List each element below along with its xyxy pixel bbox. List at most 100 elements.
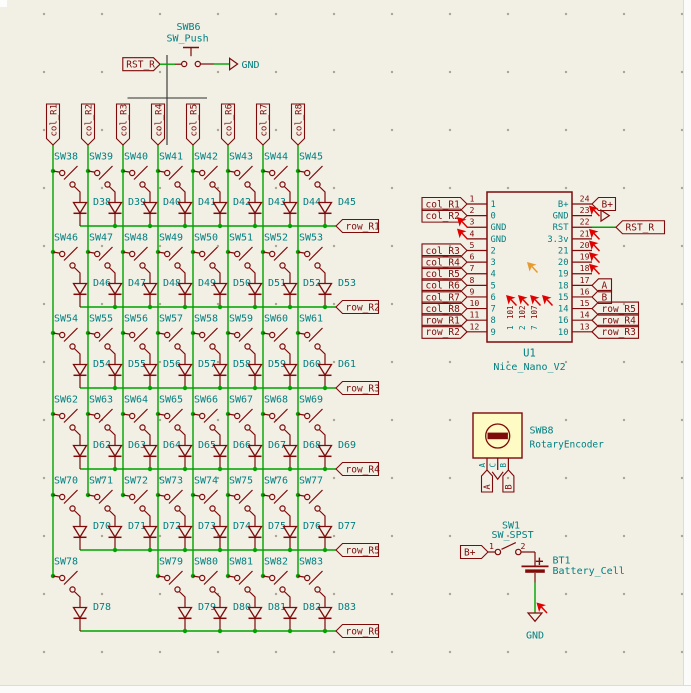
switch-ref[interactable]: SW57 — [159, 314, 183, 325]
net-label-col_R6[interactable]: col_R6 — [426, 281, 461, 292]
diode-ref[interactable]: D62 — [93, 440, 111, 451]
switch-ref[interactable]: SW83 — [299, 557, 323, 568]
diode-ref[interactable]: D55 — [128, 359, 146, 370]
diode-ref[interactable]: D49 — [198, 278, 216, 289]
erc-error-marker[interactable] — [589, 263, 601, 275]
switch-ref[interactable]: SW79 — [159, 557, 183, 568]
diode-triangle[interactable] — [212, 606, 228, 620]
switch-ref[interactable]: SW68 — [264, 395, 288, 406]
net-label-col_R7-flag[interactable] — [255, 103, 271, 146]
diode-ref[interactable]: D54 — [93, 359, 111, 370]
erc-warning-marker[interactable] — [527, 262, 539, 274]
diode-triangle[interactable] — [317, 525, 333, 539]
erc-error-marker[interactable] — [589, 205, 601, 217]
switch-ref[interactable]: SW53 — [299, 233, 323, 244]
diode-ref[interactable]: D75 — [268, 521, 286, 532]
diode-triangle[interactable] — [142, 201, 158, 215]
erc-error-marker[interactable] — [457, 228, 469, 240]
diode-triangle[interactable] — [247, 444, 263, 458]
net-label-col_R3-flag[interactable] — [115, 103, 131, 146]
erc-error-marker[interactable] — [536, 602, 548, 614]
switch-ref[interactable]: SW46 — [54, 233, 78, 244]
diode-triangle[interactable] — [317, 282, 333, 296]
diode-triangle[interactable] — [107, 363, 123, 377]
switch-ref[interactable]: SW69 — [299, 395, 323, 406]
net-label-col_R2[interactable]: col_R2 — [84, 104, 94, 137]
diode-ref[interactable]: D63 — [128, 440, 146, 451]
diode-triangle[interactable] — [282, 525, 298, 539]
switch-ref[interactable]: SW67 — [229, 395, 253, 406]
diode-triangle[interactable] — [72, 363, 88, 377]
diode-ref[interactable]: D82 — [303, 602, 321, 613]
switch-ref[interactable]: SW49 — [159, 233, 183, 244]
net-label-row_R3[interactable]: row_R3 — [346, 383, 380, 394]
net-label-b-plus[interactable]: B+ — [464, 547, 476, 558]
net-label-col_R8[interactable]: col_R8 — [294, 104, 304, 137]
net-label-row_R4-flag[interactable] — [335, 461, 380, 477]
diode-ref[interactable]: D65 — [198, 440, 216, 451]
net-label-row_R2[interactable]: row_R2 — [346, 302, 380, 313]
net-label-row_R1[interactable]: row_R1 — [346, 221, 381, 232]
diode-triangle[interactable] — [247, 282, 263, 296]
net-label-a-flag[interactable] — [480, 469, 494, 493]
net-label-row_R1-flag[interactable] — [335, 218, 380, 234]
net-label-row_R1-flag[interactable] — [421, 313, 468, 328]
diode-ref[interactable]: D41 — [198, 197, 216, 208]
net-label-row_R5-flag[interactable] — [335, 542, 380, 558]
diode-triangle[interactable] — [72, 444, 88, 458]
diode-triangle[interactable] — [177, 606, 193, 620]
diode-ref[interactable]: D76 — [303, 521, 321, 532]
diode-ref[interactable]: D81 — [268, 602, 286, 613]
erc-error-marker[interactable] — [589, 252, 601, 264]
diode-ref[interactable]: D57 — [198, 359, 216, 370]
net-label-col_R8-flag[interactable] — [421, 301, 468, 316]
diode-ref[interactable]: D38 — [93, 197, 111, 208]
net-label-col_R6-flag[interactable] — [220, 103, 236, 146]
diode-ref[interactable]: D64 — [163, 440, 181, 451]
erc-error-marker[interactable] — [530, 295, 542, 307]
net-label-col_R1-flag[interactable] — [45, 103, 61, 146]
net-label-col_R8-flag[interactable] — [290, 103, 306, 146]
battery-ref[interactable]: BT1 — [553, 556, 571, 567]
gnd-power-icon[interactable] — [229, 57, 239, 71]
switch-ref[interactable]: SW41 — [159, 152, 183, 163]
diode-ref[interactable]: D52 — [303, 278, 321, 289]
erc-error-marker[interactable] — [506, 295, 518, 307]
diode-ref[interactable]: D39 — [128, 197, 146, 208]
net-label-col_R1[interactable]: col_R1 — [49, 104, 59, 137]
diode-ref[interactable]: D51 — [268, 278, 286, 289]
net-label-col_R7[interactable]: col_R7 — [259, 104, 269, 137]
net-label-col_R5-flag[interactable] — [185, 103, 201, 146]
net-label-row_R6[interactable]: row_R6 — [346, 626, 381, 637]
switch-ref[interactable]: SW65 — [159, 395, 183, 406]
switch-ref[interactable]: SW55 — [89, 314, 113, 325]
diode-triangle[interactable] — [247, 606, 263, 620]
net-label-col_R2-flag[interactable] — [80, 103, 96, 146]
power-switch-value[interactable]: SW_SPST — [492, 530, 534, 541]
